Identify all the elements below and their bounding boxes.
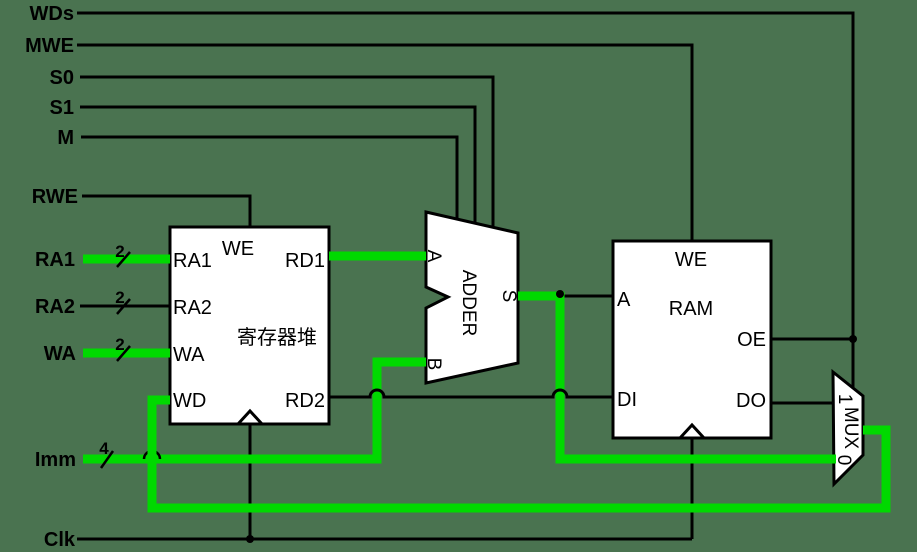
regfile-port-ra1: RA1 (173, 250, 212, 272)
adder-port-s: S (498, 290, 519, 303)
bus-slash-ra2 (116, 298, 131, 315)
adder-s-to-mux0-wire-green (518, 291, 836, 464)
ram-port-we: WE (675, 249, 707, 271)
rail-label-ra2: RA2 (35, 296, 75, 318)
adder-block (424, 210, 520, 385)
register-file-block (168, 225, 331, 426)
ram-clock-triangle-icon (678, 422, 706, 440)
mux-port-1: 1 (834, 394, 855, 405)
rail-label-s1: S1 (50, 97, 74, 119)
s0-wire (80, 75, 495, 228)
rwe-wire (82, 194, 252, 227)
mux-title: MUX (840, 407, 861, 450)
regfile-port-wd: WD (173, 390, 206, 412)
bus-slash-ra1 (116, 251, 131, 268)
rail-label-m: M (57, 127, 74, 149)
regfile-port-rd1: RD1 (285, 250, 325, 272)
rd2-to-ram-di-wire (329, 388, 613, 399)
mux-out-to-wd-wire-green (147, 395, 891, 513)
register-file-labels: WE RA1 RA2 WA WD RD1 RD2 寄存器堆 (173, 238, 325, 412)
bus-width-wa: 2 (115, 335, 124, 354)
bus-slash-imm (99, 450, 115, 469)
bus-width-imm: 4 (99, 439, 109, 458)
bus-slash-wa (116, 345, 131, 362)
junction-clk-regfile (246, 535, 254, 543)
regfile-port-we: WE (222, 238, 254, 260)
regfile-port-rd2: RD2 (285, 390, 325, 412)
rail-label-rwe: RWE (32, 186, 78, 208)
rail-label-mwe: MWE (25, 35, 74, 57)
ram-block (611, 239, 773, 440)
ram-port-di: DI (617, 389, 637, 411)
rail-label-wa: WA (44, 343, 76, 365)
ram-port-oe: OE (737, 329, 766, 351)
rail-label-ra1: RA1 (35, 249, 75, 271)
green-wires (83, 251, 891, 513)
mwe-wire (77, 43, 694, 241)
wds-wire (77, 11, 855, 389)
adder-labels: A B S ADDER (423, 250, 519, 371)
regfile-port-ra2: RA2 (173, 297, 212, 319)
mux-labels: 1 MUX 0 (833, 394, 861, 466)
bus-width-ra2: 2 (115, 288, 124, 307)
bus-width-markers: 2 2 2 4 (99, 242, 131, 469)
mux-block (831, 368, 865, 488)
s1-wire (80, 105, 477, 224)
m-wire (81, 135, 459, 220)
ram-port-do: DO (736, 390, 766, 412)
adder-port-b: B (423, 358, 444, 371)
rail-labels: WDs MWE S0 S1 M RWE RA1 RA2 WA Imm Clk (25, 3, 78, 551)
regfile-clock-triangle-icon (236, 408, 264, 426)
mux-port-0: 0 (833, 455, 854, 466)
bus-width-ra1: 2 (115, 242, 124, 261)
regfile-title: 寄存器堆 (237, 326, 317, 349)
imm-to-adder-b-wire-green (83, 357, 426, 464)
ram-labels: WE RAM A DI OE DO (617, 249, 766, 412)
ram-port-a: A (617, 289, 631, 311)
rail-label-wds: WDs (30, 3, 74, 25)
adder-port-a: A (423, 250, 444, 263)
adder-title: ADDER (458, 270, 479, 337)
rail-label-imm: Imm (35, 449, 76, 471)
junction-adder-s (556, 290, 564, 298)
rail-label-s0: S0 (50, 67, 74, 89)
regfile-port-wa: WA (173, 344, 205, 366)
rail-label-clk: Clk (44, 529, 76, 551)
ram-title: RAM (669, 298, 713, 320)
junction-wds-oe (849, 335, 857, 343)
